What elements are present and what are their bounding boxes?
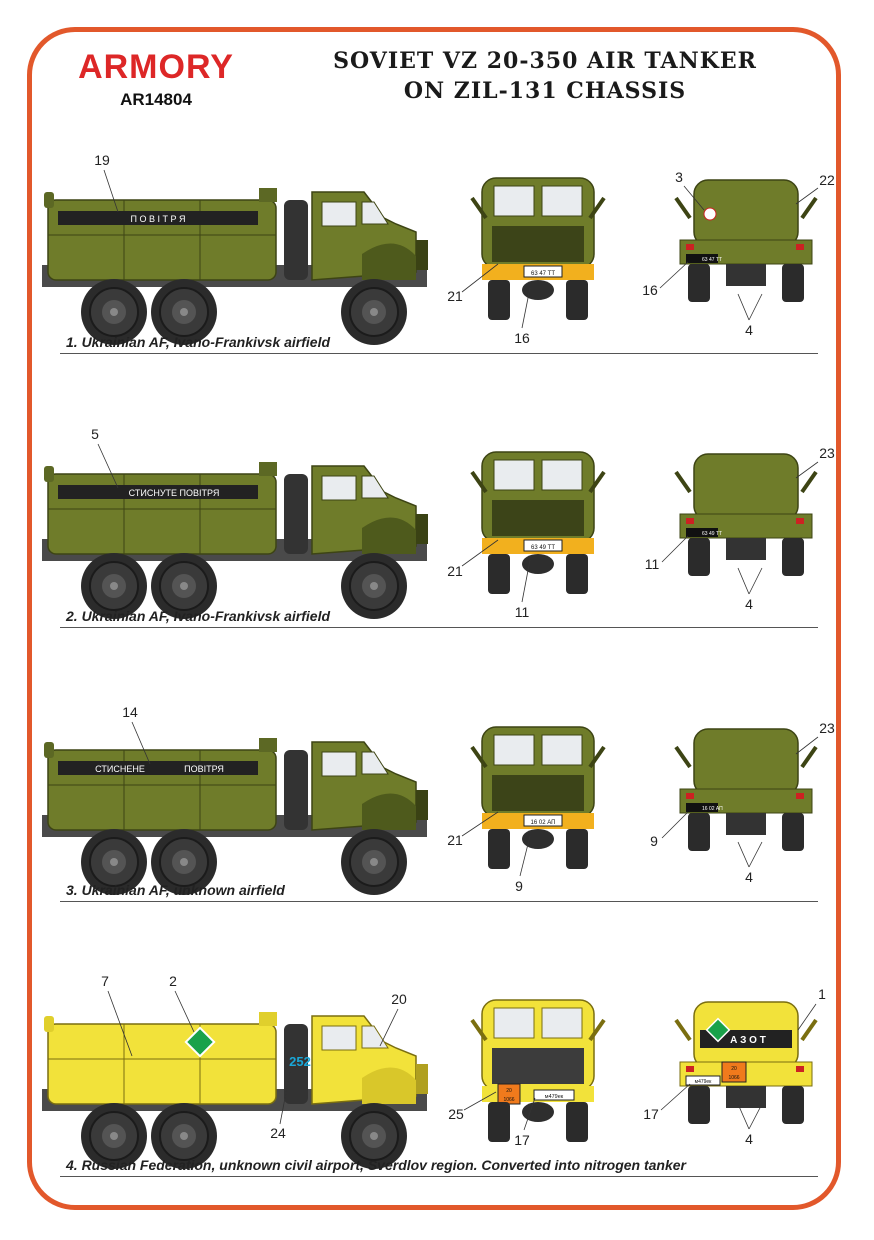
title-line-1: SOVIET VZ 20-350 AIR TANKER [333, 48, 757, 74]
variant-4-rear-hazard-bottom: 1066 [728, 1075, 739, 1081]
variant-1-front-view: 63 47 ТТ [470, 176, 606, 322]
divider-3 [60, 901, 818, 902]
variant-4-side-profile: 252 [42, 1012, 428, 1169]
divider-1 [60, 353, 818, 354]
callout-3: 3 [675, 169, 683, 185]
callout-19: 19 [94, 152, 110, 168]
variant-2-front-plate: 63 49 ТТ [531, 545, 555, 551]
variant-1-front-plate: 63 47 ТТ [531, 271, 555, 277]
variant-4-hazard-bottom: 1066 [503, 1097, 514, 1103]
variant-1-side-profile: П О В І Т Р Я [42, 188, 428, 345]
variant-2-caption: 2. Ukrainian AF, Ivano-Frankivsk airfiel… [66, 608, 331, 624]
variant-3-tank-text-left: СТИСНЕНЕ [95, 764, 145, 774]
callout-16-rear: 16 [642, 282, 658, 298]
page-frame [27, 27, 841, 1210]
callout-23: 23 [819, 445, 835, 461]
variant-4-rear-tank-text: А З О Т [730, 1035, 766, 1046]
variant-3-rear-plate: 16 02 АП [702, 806, 723, 812]
variant-1-rear-plate: 63 47 ТТ [702, 257, 722, 263]
callout-24: 24 [270, 1125, 286, 1141]
callout-21-v2: 21 [447, 563, 463, 579]
callout-11-front: 11 [515, 604, 530, 620]
callout-9-front: 9 [515, 878, 523, 894]
callout-16-front: 16 [514, 330, 530, 346]
variant-3-rear-view: 16 02 АП [674, 727, 818, 853]
title-line-2: ON ZIL-131 CHASSIS [403, 78, 687, 104]
callout-25: 25 [448, 1106, 464, 1122]
product-code: AR14804 [120, 90, 192, 109]
callout-11-rear: 11 [645, 556, 660, 572]
variant-4-rear-plate: м479ек [695, 1079, 713, 1085]
callout-22: 22 [819, 172, 835, 188]
callout-14: 14 [122, 704, 138, 720]
variant-2-front-view: 63 49 ТТ [470, 450, 606, 596]
logo-wordmark: ARMORY [78, 48, 234, 86]
callout-4-v2: 4 [745, 596, 753, 612]
variant-1-tank-text: П О В І Т Р Я [131, 214, 186, 224]
callout-1: 1 [818, 986, 826, 1002]
variant-3-caption: 3. Ukrainian AF, unknown airfield [66, 882, 285, 898]
page-title: SOVIET VZ 20-350 AIR TANKER ON ZIL-131 C… [290, 46, 800, 106]
variant-3-front-view: 16 02 АП [470, 725, 606, 871]
callout-20: 20 [391, 991, 407, 1007]
variant-4-rear-view: А З О Т 20 1066 м479ек [674, 1000, 818, 1126]
variant-4-hazard-top: 20 [506, 1088, 512, 1094]
green-hazard-diamond [184, 1026, 216, 1058]
callout-17-front: 17 [514, 1132, 530, 1148]
callout-23-v3: 23 [819, 720, 835, 736]
variant-4-rear-hazard-top: 20 [731, 1066, 737, 1072]
variant-3-tank-text-right: ПОВІТРЯ [184, 764, 224, 774]
variant-4-front-view: 20 1066 м479ек [470, 998, 606, 1144]
callout-4: 4 [745, 322, 753, 338]
callout-5: 5 [91, 426, 99, 442]
variant-1-caption: 1. Ukrainian AF, Ivano-Frankivsk airfiel… [66, 334, 331, 350]
variant-3-front-plate: 16 02 АП [531, 820, 556, 826]
variant-4-cab-number: 252 [289, 1054, 311, 1069]
callout-21: 21 [447, 288, 463, 304]
variant-2-rear-plate: 63 49 ТТ [702, 531, 722, 537]
rear-green-diamond [705, 1017, 731, 1043]
callout-4-v3: 4 [745, 869, 753, 885]
variant-4-front-plate: м479ек [545, 1094, 564, 1100]
variant-2-side-profile: СТИСНУТЕ ПОВІТРЯ [42, 462, 428, 619]
variant-2-rear-view: 63 49 ТТ [674, 452, 818, 578]
variant-4-caption: 4. Russian Federation, unknown civil air… [66, 1157, 686, 1173]
divider-4 [60, 1176, 818, 1177]
armory-logo: ARMORY AR14804 [68, 50, 244, 110]
variant-3-side-profile: СТИСНЕНЕ ПОВІТРЯ [42, 738, 428, 895]
variant-2-tank-text: СТИСНУТЕ ПОВІТРЯ [129, 488, 220, 498]
callout-9-rear: 9 [650, 833, 658, 849]
callout-4-v4: 4 [745, 1131, 753, 1147]
callout-7: 7 [101, 973, 109, 989]
variant-1-rear-view: 63 47 ТТ [674, 178, 818, 304]
callout-21-v3: 21 [447, 832, 463, 848]
divider-2 [60, 627, 818, 628]
callout-17-rear: 17 [643, 1106, 659, 1122]
callout-2: 2 [169, 973, 177, 989]
